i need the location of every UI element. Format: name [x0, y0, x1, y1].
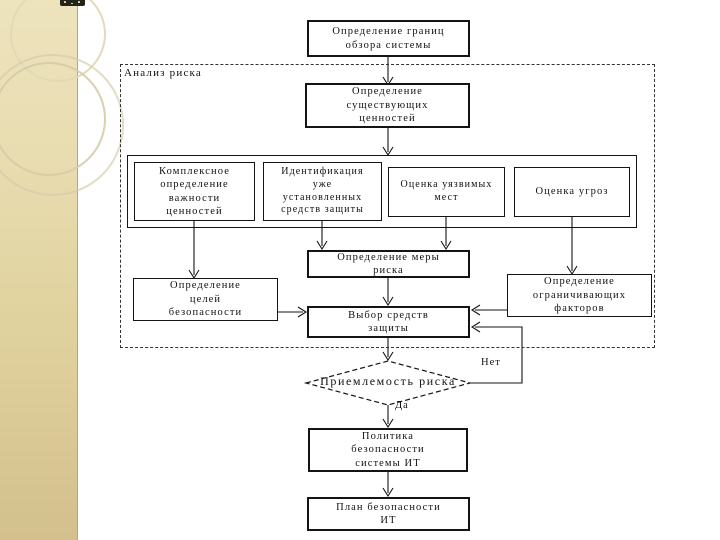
- node-security-policy: Политика безопасности системы ИТ: [308, 428, 468, 472]
- node-existing-values: Определение существующих ценностей: [305, 83, 470, 128]
- node-limiting-factors: Определение ограничивающих факторов: [507, 274, 652, 317]
- edge-label-yes: Да: [395, 400, 409, 411]
- template-sidebar: [0, 0, 78, 540]
- corner-ornament: [60, 0, 85, 6]
- risk-analysis-region: [120, 64, 655, 348]
- node-security-goals: Определение целей безопасности: [133, 278, 278, 321]
- node-value-importance: Комплексное определение важности ценност…: [134, 162, 255, 221]
- node-risk-measure: Определение меры риска: [307, 250, 470, 278]
- node-scope-definition: Определение границ обзора системы: [307, 20, 470, 57]
- edge-label-no: Нет: [481, 357, 501, 368]
- node-installed-protections: Идентификация уже установленных средств …: [263, 162, 382, 221]
- node-security-plan: План безопасности ИТ: [307, 497, 470, 531]
- node-risk-acceptability: Приемлемость риска: [320, 374, 456, 388]
- parallel-steps-frame: [127, 155, 637, 228]
- node-protection-selection: Выбор средств защиты: [307, 306, 470, 338]
- risk-analysis-region-label: Анализ риска: [124, 67, 203, 79]
- node-vulnerability-assessment: Оценка уязвимых мест: [388, 167, 505, 217]
- node-threat-assessment: Оценка угроз: [514, 167, 630, 217]
